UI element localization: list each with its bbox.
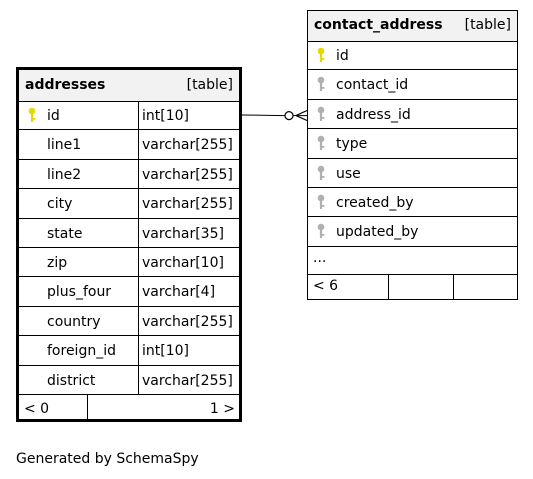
column-type: varchar[4] <box>142 284 216 301</box>
column-row-use[interactable]: use <box>308 159 517 188</box>
foreign-key-icon <box>316 135 326 151</box>
foreign-key-icon <box>316 223 326 239</box>
table-tag: [table] <box>186 77 233 93</box>
column-name: use <box>336 165 361 182</box>
table-addresses[interactable]: addresses [table] id int[10] line1 varchar[… <box>16 67 242 422</box>
column-row-line1[interactable]: line1 varchar[255] <box>19 130 239 160</box>
column-name: state <box>47 225 83 242</box>
column-row-type[interactable]: type <box>308 129 517 159</box>
column-name: id <box>47 108 60 124</box>
column-name: id <box>336 48 349 64</box>
column-row-foreign-id[interactable]: foreign_id int[10] <box>19 336 239 366</box>
column-name: line1 <box>47 137 82 154</box>
table-name: addresses <box>25 77 106 93</box>
foreign-key-icon <box>316 165 326 181</box>
column-row-line2[interactable]: line2 varchar[255] <box>19 160 239 190</box>
column-type: varchar[255] <box>142 166 233 183</box>
column-name: type <box>336 136 368 153</box>
column-type: varchar[10] <box>142 255 224 271</box>
table-tag: [table] <box>464 17 511 33</box>
table-header: contact_address [table] <box>308 11 517 42</box>
column-row-created-by[interactable]: created_by <box>308 188 517 218</box>
more-columns: ... <box>313 250 327 266</box>
column-name: address_id <box>336 106 411 123</box>
column-name: plus_four <box>47 284 112 301</box>
column-row-address-id[interactable]: address_id <box>308 100 517 130</box>
foreign-key-icon <box>316 194 326 210</box>
column-row-plus-four[interactable]: plus_four varchar[4] <box>19 277 239 307</box>
primary-key-icon <box>316 47 326 63</box>
footer-divider <box>388 275 389 300</box>
column-type: varchar[255] <box>142 313 233 330</box>
column-name: line2 <box>47 166 82 183</box>
column-row-city[interactable]: city varchar[255] <box>19 189 239 219</box>
column-row-country[interactable]: country varchar[255] <box>19 307 239 337</box>
column-type: int[10] <box>142 343 189 360</box>
column-name: zip <box>47 255 68 271</box>
column-type: int[10] <box>142 108 189 124</box>
parents-count: < 0 <box>24 401 50 417</box>
foreign-key-icon <box>316 76 326 92</box>
column-name: contact_id <box>336 77 409 94</box>
footer-text: Generated by SchemaSpy <box>16 451 199 467</box>
primary-key-icon <box>27 107 37 123</box>
column-name: country <box>47 313 101 330</box>
table-name: contact_address <box>314 17 443 33</box>
column-row-updated-by[interactable]: updated_by <box>308 217 517 247</box>
column-name: district <box>47 372 96 389</box>
more-columns-row: ... <box>308 247 517 275</box>
foreign-key-icon <box>316 106 326 122</box>
column-type: varchar[35] <box>142 225 224 242</box>
column-row-zip[interactable]: zip varchar[10] <box>19 248 239 278</box>
column-type: varchar[255] <box>142 372 233 389</box>
column-name: created_by <box>336 195 414 211</box>
column-name: updated_by <box>336 224 419 241</box>
column-name: city <box>47 196 73 213</box>
column-type: varchar[255] <box>142 137 233 154</box>
column-row-id[interactable]: id <box>308 41 517 71</box>
column-row-id[interactable]: id int[10] <box>19 101 239 131</box>
table-header: addresses [table] <box>19 70 239 102</box>
column-type: varchar[255] <box>142 196 233 213</box>
column-row-contact-id[interactable]: contact_id <box>308 70 517 100</box>
column-name: foreign_id <box>47 343 116 360</box>
column-row-district[interactable]: district varchar[255] <box>19 366 239 395</box>
children-count: 1 > <box>209 401 235 417</box>
parents-count: < 6 <box>313 278 339 294</box>
column-divider <box>138 101 139 395</box>
footer-divider <box>87 395 88 419</box>
column-row-state[interactable]: state varchar[35] <box>19 219 239 248</box>
footer-divider <box>453 275 454 300</box>
